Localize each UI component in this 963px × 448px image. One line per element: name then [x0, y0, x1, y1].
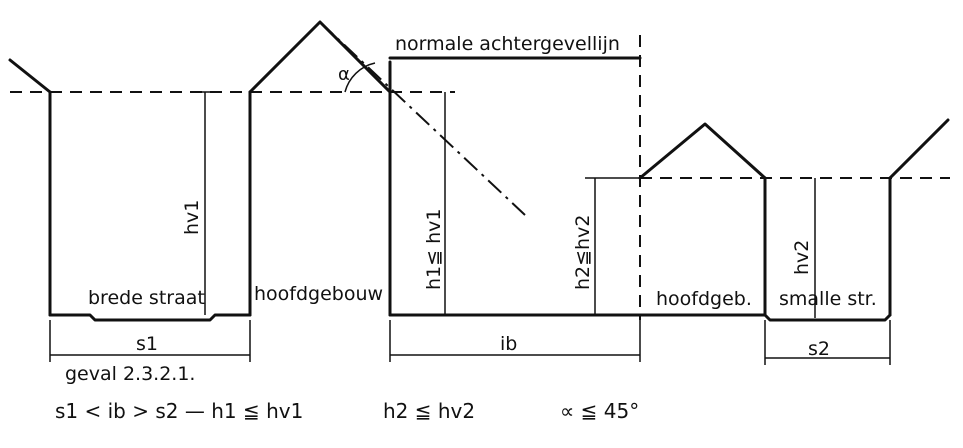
left-building-roof [8, 58, 52, 94]
formula-3: ∝ ≦ 45° [560, 399, 639, 423]
ib-label: ib [500, 333, 517, 355]
main-building-roof [248, 20, 392, 94]
formula-1: s1 < ib > s2 — h1 ≦ hv1 [55, 399, 303, 423]
h1-label: h1≦ hv1 [423, 209, 445, 290]
angle-arc [344, 62, 376, 93]
hv2-label: hv2 [791, 240, 813, 275]
formula-2: h2 ≦ hv2 [383, 399, 475, 423]
s1-label: s1 [136, 333, 158, 355]
far-right-building-roof [888, 118, 950, 180]
h2-label: h2≦hv2 [572, 215, 594, 290]
main-building-label: hoofdgebouw [254, 283, 383, 305]
wide-street-ground [48, 313, 252, 322]
alpha-label: α [338, 64, 350, 85]
narrow-street-ground [638, 313, 892, 322]
right-building-label: hoofdgeb. [656, 288, 752, 310]
hv1-label: hv1 [181, 200, 203, 235]
wide-street-label: brede straat [88, 287, 205, 309]
normal-rear-facade-label: normale achtergevellijn [395, 33, 620, 55]
narrow-street-label: smalle str. [779, 288, 877, 310]
case-label: geval 2.3.2.1. [65, 363, 195, 385]
s2-label: s2 [808, 338, 830, 360]
right-building-roof [638, 122, 767, 180]
angle-sightline [319, 21, 526, 216]
